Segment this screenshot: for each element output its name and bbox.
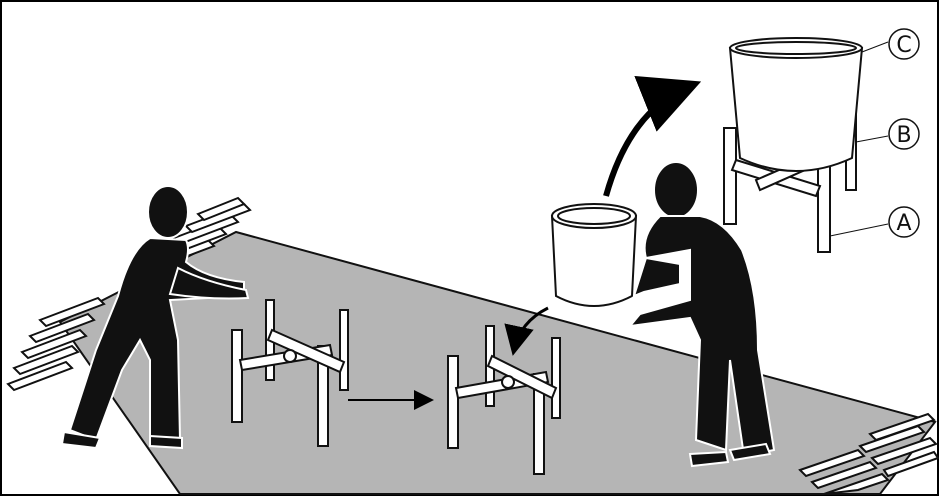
callout-label-a: A bbox=[896, 211, 911, 236]
callout-label-b: B bbox=[896, 123, 911, 148]
callout-label-c: C bbox=[896, 33, 911, 58]
planter-pot-icon bbox=[730, 38, 862, 171]
planter-pot-icon bbox=[552, 204, 636, 306]
